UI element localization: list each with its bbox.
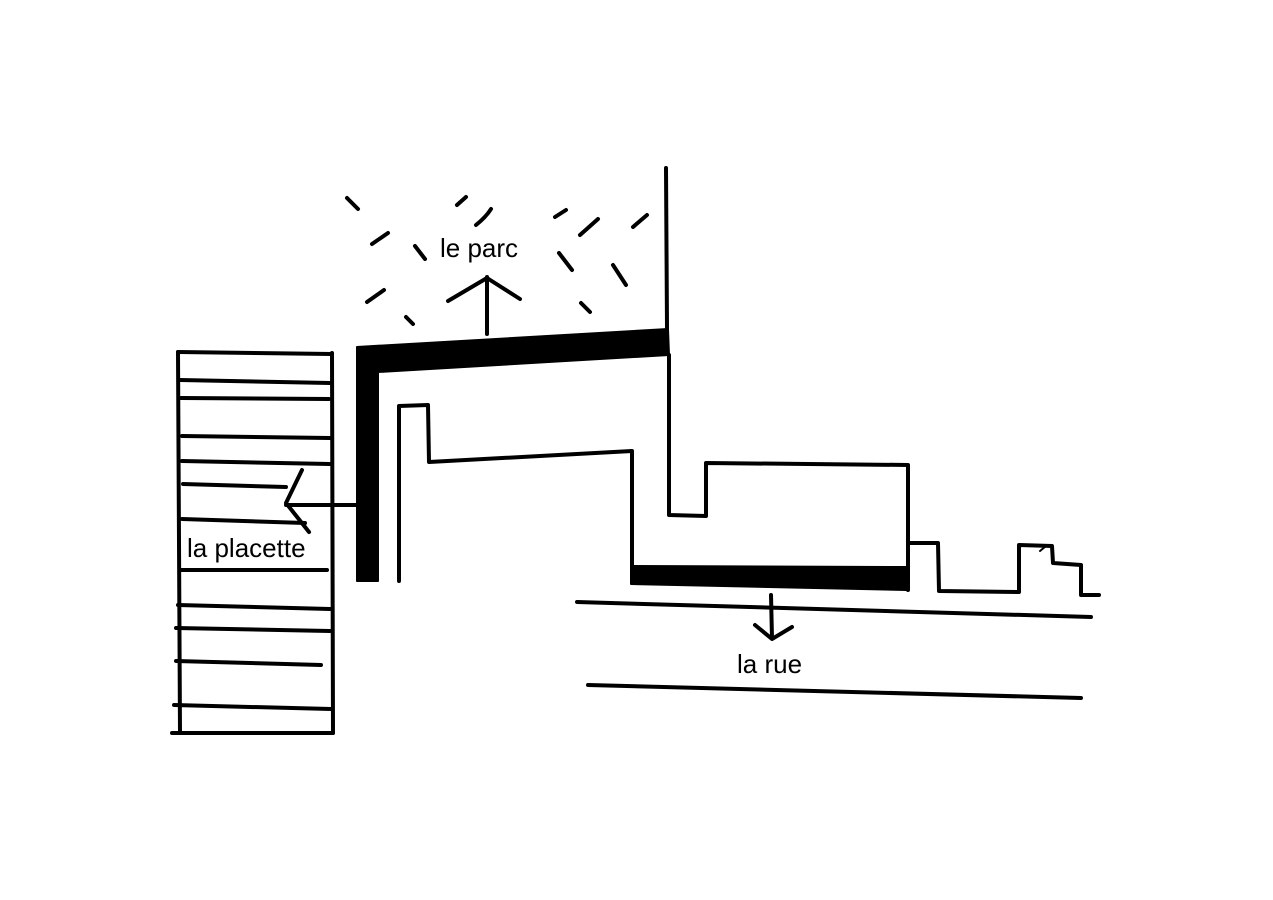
neighbour-roof-tick: [1039, 545, 1047, 552]
label-la-placette: la placette: [187, 533, 306, 563]
street-line-top: [575, 600, 1093, 619]
street-line-bottom: [586, 683, 1083, 700]
building-inner-notch: [667, 353, 910, 592]
wall-park-placette: [356, 328, 670, 582]
arrow-to-park: [446, 275, 522, 336]
wall-street: [630, 565, 907, 591]
placette-paving: [170, 350, 335, 735]
neighbour-buildings: [906, 541, 1101, 597]
arrow-to-street: [753, 593, 794, 641]
label-le-parc: le parc: [440, 233, 518, 263]
label-la-rue: la rue: [737, 649, 802, 679]
arrow-to-placette: [284, 468, 358, 534]
park-boundary-line: [664, 166, 669, 330]
park-hatching: [345, 195, 649, 326]
building-outline: [397, 403, 634, 583]
